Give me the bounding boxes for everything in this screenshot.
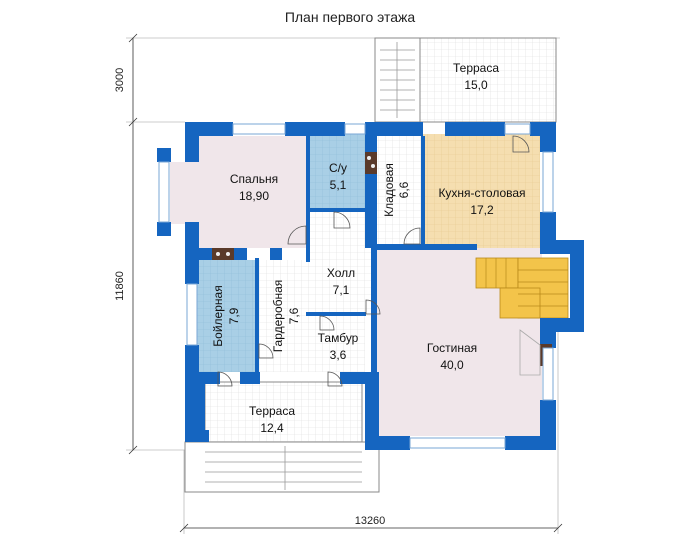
label-hall-area: 7,1 xyxy=(333,283,350,297)
label-vestibule-name: Тамбур xyxy=(318,331,359,345)
label-kitchen-name: Кухня-столовая xyxy=(438,186,525,200)
label-terrace-front-name: Терраса xyxy=(249,404,295,418)
label-bathroom-name: С/у xyxy=(329,161,347,175)
label-wardrobe-name: Гардеробная xyxy=(271,280,285,353)
boiler-fill xyxy=(197,260,255,372)
door-swings xyxy=(217,135,541,387)
label-terrace-top-name: Терраса xyxy=(453,61,499,75)
terrace-top xyxy=(374,37,557,123)
label-terrace-front-area: 12,4 xyxy=(260,421,284,435)
plan-title: План первого этажа xyxy=(285,9,416,25)
label-boiler-area: 7,9 xyxy=(227,307,241,324)
dim-height-total: 11860 xyxy=(114,271,126,301)
label-hall-name: Холл xyxy=(327,266,355,280)
bathroom-fill xyxy=(310,134,365,210)
label-vestibule-area: 3,6 xyxy=(330,348,347,362)
bedroom-fill xyxy=(170,136,310,248)
windows xyxy=(158,123,554,449)
label-living-name: Гостиная xyxy=(427,341,477,355)
wardrobe-fill xyxy=(258,260,310,372)
label-wardrobe-area: 7,6 xyxy=(287,307,301,324)
vestibule-fill xyxy=(310,316,365,372)
label-bathroom-area: 5,1 xyxy=(330,178,347,192)
kitchen-fill xyxy=(423,134,540,248)
front-steps xyxy=(184,441,380,493)
terrace-front xyxy=(204,381,363,443)
label-boiler-name: Бойлерная xyxy=(211,285,225,346)
room-labels: Терраса 15,0 Спальня 18,90 С/у 5,1 Кладо… xyxy=(211,61,526,435)
dimension-lines xyxy=(126,33,563,534)
label-living-area: 40,0 xyxy=(440,358,464,372)
label-pantry-area: 6,6 xyxy=(397,181,411,198)
hall-fill xyxy=(310,212,375,316)
label-bedroom-area: 18,90 xyxy=(239,189,269,203)
walls xyxy=(157,122,584,450)
label-kitchen-area: 17,2 xyxy=(470,203,494,217)
label-terrace-top-area: 15,0 xyxy=(464,78,488,92)
label-bedroom-name: Спальня xyxy=(230,172,278,186)
label-pantry-name: Кладовая xyxy=(382,163,396,217)
dim-width-total: 13260 xyxy=(355,515,386,527)
dim-terrace-depth: 3000 xyxy=(114,68,126,92)
